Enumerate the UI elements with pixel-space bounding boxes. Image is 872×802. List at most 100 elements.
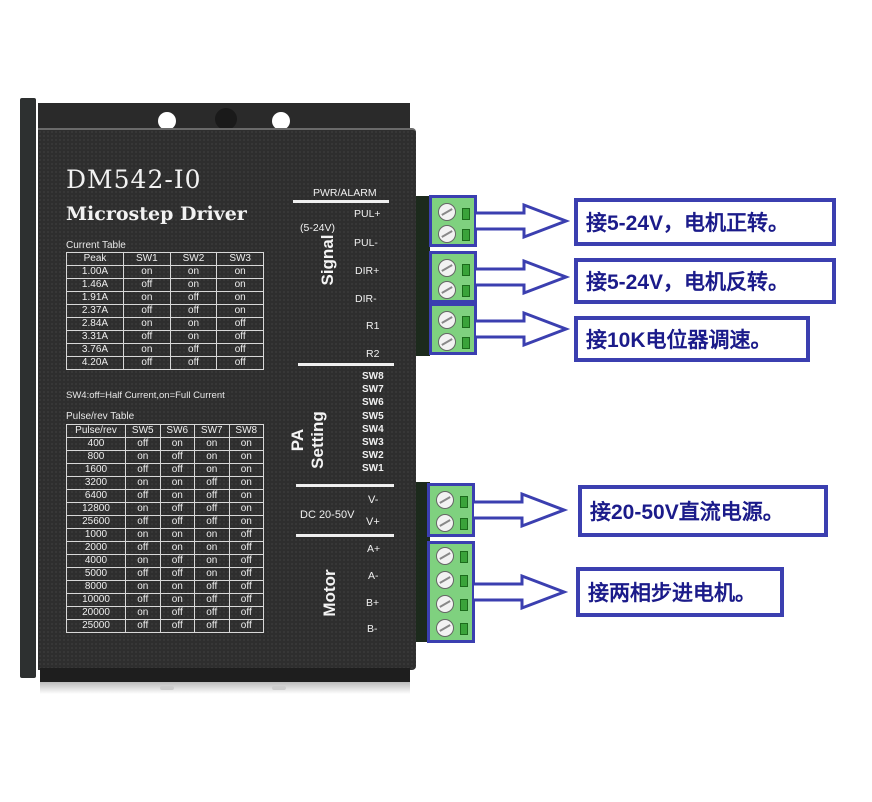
- table-header-cell: SW1: [123, 252, 171, 266]
- terminal-dir[interactable]: [429, 251, 477, 303]
- divider-line: [298, 363, 394, 366]
- dip-switch-label: SW1: [362, 463, 384, 475]
- table-cell: off: [169, 291, 218, 305]
- callout-dir: 接5-24V，电机反转。: [574, 258, 836, 304]
- table-cell: off: [228, 580, 264, 594]
- table-cell: 800: [66, 450, 126, 464]
- pin-label-pul-plus: PUL+: [354, 208, 381, 220]
- dip-switch-label: SW4: [362, 423, 384, 435]
- table-cell: 4000: [66, 554, 126, 568]
- table-cell: off: [125, 619, 161, 633]
- dip-switch-labels: SW8 SW7 SW6 SW5 SW4 SW3 SW2 SW1: [362, 370, 384, 476]
- arrow-icon: [474, 573, 569, 611]
- table-cell: off: [159, 515, 195, 529]
- terminal-power[interactable]: [427, 483, 475, 537]
- table-cell: off: [125, 593, 161, 607]
- screw-icon: [436, 514, 454, 532]
- led-indicator: [462, 337, 470, 349]
- pulse-table-title: Pulse/rev Table: [66, 411, 135, 422]
- dip-switch-label: SW2: [362, 450, 384, 462]
- table-cell: off: [169, 304, 218, 318]
- driver-foot: [160, 686, 174, 690]
- table-cell: on: [194, 450, 230, 464]
- dip-switch-label: SW7: [362, 384, 384, 396]
- led-indicator: [460, 551, 468, 563]
- screw-icon: [438, 225, 456, 243]
- table-cell: off: [228, 606, 264, 620]
- table-cell: off: [228, 567, 264, 581]
- screw-icon: [436, 619, 454, 637]
- table-cell: on: [159, 541, 195, 555]
- pin-label-b-minus: B-: [367, 623, 378, 635]
- terminal-motor[interactable]: [427, 541, 475, 643]
- table-cell: on: [123, 317, 171, 331]
- table-cell: on: [216, 304, 264, 318]
- table-cell: on: [228, 463, 264, 477]
- table-cell: 25600: [66, 515, 126, 529]
- table-header-cell: SW7: [194, 424, 230, 438]
- table-cell: on: [228, 450, 264, 464]
- table-cell: on: [216, 265, 264, 279]
- table-cell: on: [169, 330, 218, 344]
- terminal-housing: [416, 196, 430, 356]
- table-cell: 5000: [66, 567, 126, 581]
- model-name: DM542-I0: [66, 165, 202, 194]
- driver-back-plate: [20, 98, 36, 678]
- table-header-cell: Peak: [66, 252, 124, 266]
- table-cell: off: [216, 356, 264, 370]
- table-cell: on: [125, 502, 161, 516]
- pin-label-v-plus: V+: [366, 516, 380, 528]
- table-cell: 1000: [66, 528, 126, 542]
- table-cell: off: [125, 515, 161, 529]
- table-header-cell: SW6: [159, 424, 195, 438]
- table-cell: off: [194, 476, 230, 490]
- signal-voltage-label: (5-24V): [300, 222, 336, 234]
- terminal-pul[interactable]: [429, 195, 477, 247]
- table-cell: off: [194, 619, 230, 633]
- table-cell: on: [228, 476, 264, 490]
- led-indicator: [462, 285, 470, 297]
- screw-icon: [436, 491, 454, 509]
- table-cell: 6400: [66, 489, 126, 503]
- table-cell: off: [123, 278, 171, 292]
- table-cell: 2.37A: [66, 304, 124, 318]
- arrow-icon: [476, 310, 571, 348]
- signal-section-label: Signal: [318, 234, 337, 286]
- pin-label-dir-minus: DIR-: [355, 293, 377, 305]
- terminal-r[interactable]: [429, 303, 477, 355]
- table-cell: on: [125, 450, 161, 464]
- callout-r: 接10K电位器调速。: [574, 316, 810, 362]
- table-cell: 10000: [66, 593, 126, 607]
- table-cell: 1.91A: [66, 291, 124, 305]
- table-cell: on: [169, 278, 218, 292]
- table-header-cell: SW2: [169, 252, 218, 266]
- table-cell: on: [159, 528, 195, 542]
- led-indicator: [460, 623, 468, 635]
- pa-setting-label: PA Setting: [288, 410, 328, 470]
- table-cell: off: [159, 463, 195, 477]
- table-cell: on: [228, 502, 264, 516]
- table-cell: off: [159, 502, 195, 516]
- table-cell: on: [216, 278, 264, 292]
- table-cell: 2.84A: [66, 317, 124, 331]
- table-cell: on: [125, 528, 161, 542]
- table-cell: off: [125, 541, 161, 555]
- led-indicator: [462, 316, 470, 328]
- divider-line: [296, 484, 394, 487]
- arrow-icon: [476, 258, 571, 296]
- dip-switch-label: SW3: [362, 437, 384, 449]
